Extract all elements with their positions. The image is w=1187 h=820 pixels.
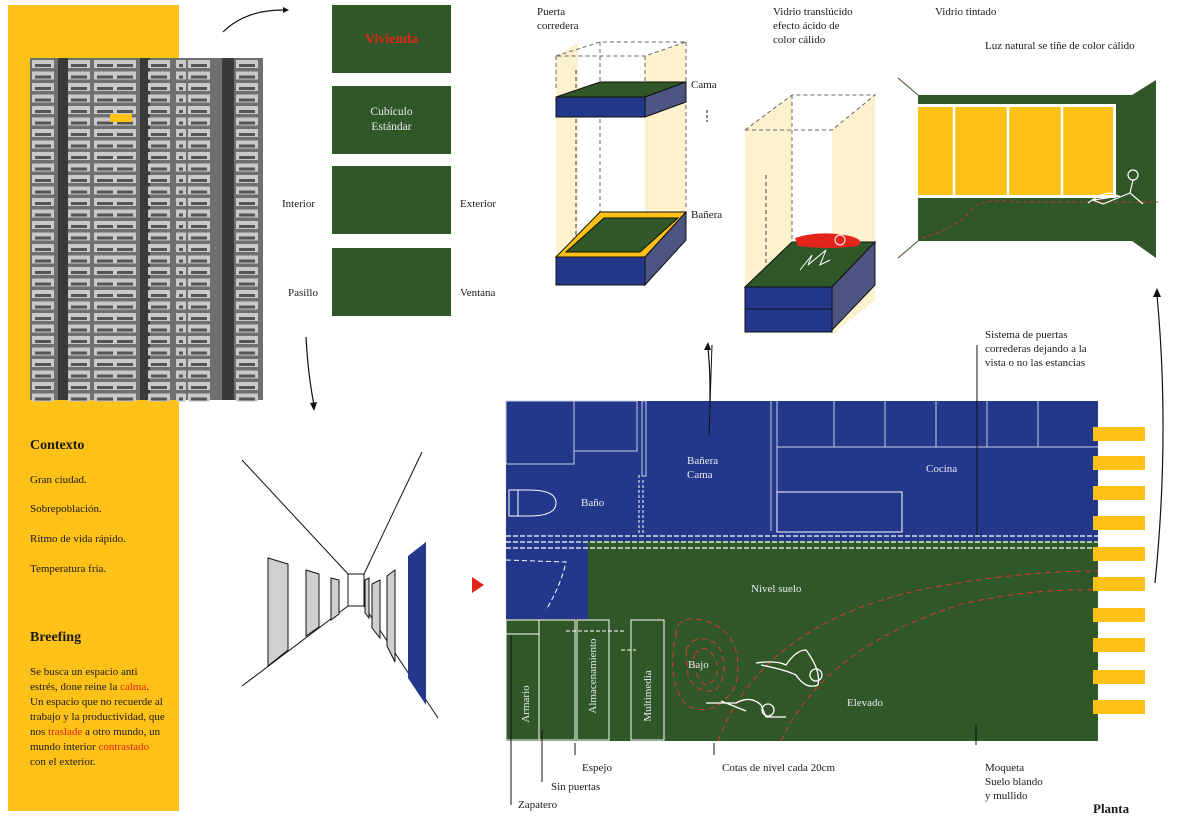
ventana-label: Ventana [460,287,496,299]
interior-label: Interior [282,198,315,210]
pasillo-label: Pasillo [288,287,318,299]
briefing-text: Se busca un espacio anti estrés, done re… [30,665,165,770]
briefing-highlight: calma [120,681,147,693]
window-bar [1093,516,1145,530]
context-item: Gran ciudad. [30,474,87,486]
raised-label: Elevado [847,697,884,709]
window-bar [1093,577,1145,591]
building-photo [30,58,263,402]
floor-plan [505,344,1145,805]
exterior-label: Exterior [460,198,497,210]
wardrobe-label: Armario [520,685,532,723]
corridor-door [371,579,381,640]
isometric-bed-tub [554,41,708,287]
shoes-label: Zapatero [518,799,558,811]
arrow-to-room [1153,288,1164,584]
storage-label: Almacenamiento [587,638,599,714]
briefing-text-part: . Un espacio que no recuerde al trabajo … [30,681,165,738]
red-arrow-icon [472,577,484,593]
context-item: Temperatura fría. [30,563,107,575]
cubiculo-label: Cubículo [370,106,413,118]
window-bar [1093,427,1145,441]
cama-label: Cama [691,79,717,91]
window-bar [1093,456,1145,470]
isometric-glass-volume [743,94,877,335]
window-bar [1093,608,1145,622]
natural-light-label: Luz natural se tiñe de color cálido [985,40,1135,52]
context-title: Contexto [30,438,85,453]
briefing-title: Breefing [30,630,82,645]
briefing-text-part: a otro mundo, un mundo interior [30,726,161,753]
banera-label: Bañera [691,209,723,221]
briefing-highlight: traslade [48,726,83,738]
window-bar [1093,670,1145,684]
window-bar [1093,638,1145,652]
corridor-perspective [241,451,439,719]
corridor-door [386,569,396,663]
window-bar [1093,547,1145,561]
concept-box-interior-exterior [332,166,451,234]
arrow-to-concept [222,7,289,33]
corridor-door [267,557,289,668]
context-item: Sobrepoblación. [30,503,102,515]
no-doors-label: Sin puertas [551,781,601,793]
briefing-text-part: con el exterior. [30,756,96,768]
briefing-text-part: Se busca un espacio anti estrés, done re… [30,666,138,693]
estandar-label: Estándar [371,121,412,133]
contours-label: Cotas de nivel cada 20cm [722,762,836,774]
low-label: Bajo [688,659,709,671]
window-bar [1093,486,1145,500]
context-item: Ritmo de vida rápido. [30,533,126,545]
corridor-door [330,577,340,621]
window-bar [1093,700,1145,714]
multimedia-label: Multimedia [642,670,654,722]
arrow-to-corridor [305,336,317,411]
concept-box-pasillo-ventana [332,248,451,316]
briefing-highlight: contrastado [98,741,150,753]
corridor-window [408,542,426,705]
corridor-door [364,577,370,620]
plan-title: Planta [1093,801,1130,816]
kitchen-label: Cocina [926,463,958,475]
floor-level-label: Nivel suelo [751,583,802,595]
bath-label: Baño [581,497,605,509]
corridor-door [305,569,320,637]
room-view [897,77,1158,259]
tinted-glass-label: Vidrio tintado [935,6,997,18]
mirror-label: Espejo [582,762,612,774]
concept-box-vivienda: Vivienda [332,5,451,73]
highlighted-unit [110,114,132,122]
